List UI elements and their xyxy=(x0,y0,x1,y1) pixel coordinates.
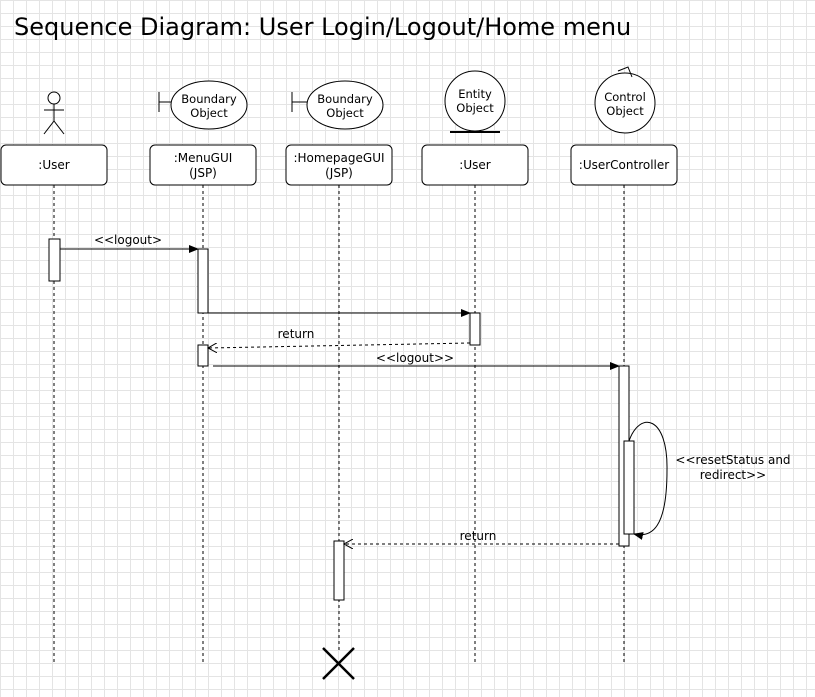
participant-usercontroller-label: :UserController xyxy=(579,158,669,172)
message-label: return xyxy=(278,327,315,341)
diagram-title: Sequence Diagram: User Login/Logout/Home… xyxy=(14,13,631,41)
participant-menugui-sublabel: (JSP) xyxy=(189,166,217,180)
message-label: <<logout>> xyxy=(376,351,454,365)
control-icon-text-line1: Control xyxy=(604,90,646,104)
participant-user-entity-label: :User xyxy=(459,158,490,172)
self-message-arrow xyxy=(628,421,668,540)
message-label: redirect>> xyxy=(700,468,766,482)
entity-icon xyxy=(444,70,506,133)
control-icon-text-line2: Object xyxy=(606,104,644,118)
activation-homepagegui xyxy=(333,540,345,601)
boundary-icon xyxy=(291,80,384,130)
boundary-icon xyxy=(158,80,248,130)
message-label: <<logout> xyxy=(94,233,162,247)
participant-homepagegui-sublabel: (JSP) xyxy=(325,166,353,180)
participant-menugui-label: :MenuGUI xyxy=(174,151,233,165)
message-label: <<resetStatus and xyxy=(675,453,790,467)
boundary-icon-text-line1: Boundary xyxy=(317,92,373,106)
destroy-x-icon xyxy=(322,647,355,680)
actor-icon xyxy=(43,91,65,135)
boundary-icon-text-line2: Object xyxy=(190,106,228,120)
control-icon xyxy=(594,66,656,134)
activation-menugui xyxy=(197,344,209,367)
activation-menugui xyxy=(197,248,209,314)
activation-user-entity xyxy=(469,312,481,346)
boundary-icon-text-line1: Boundary xyxy=(181,92,237,106)
boundary-icon-text-line2: Object xyxy=(326,106,364,120)
participant-homepagegui-label: :HomepageGUI xyxy=(293,151,384,165)
entity-icon-text-line2: Object xyxy=(456,101,494,115)
activation-user xyxy=(48,238,61,282)
entity-icon-text-line1: Entity xyxy=(458,87,492,101)
message-label: return xyxy=(460,529,497,543)
activation-usercontroller-nested xyxy=(623,440,635,535)
return-arrow xyxy=(208,342,471,348)
participant-user-label: :User xyxy=(38,158,69,172)
